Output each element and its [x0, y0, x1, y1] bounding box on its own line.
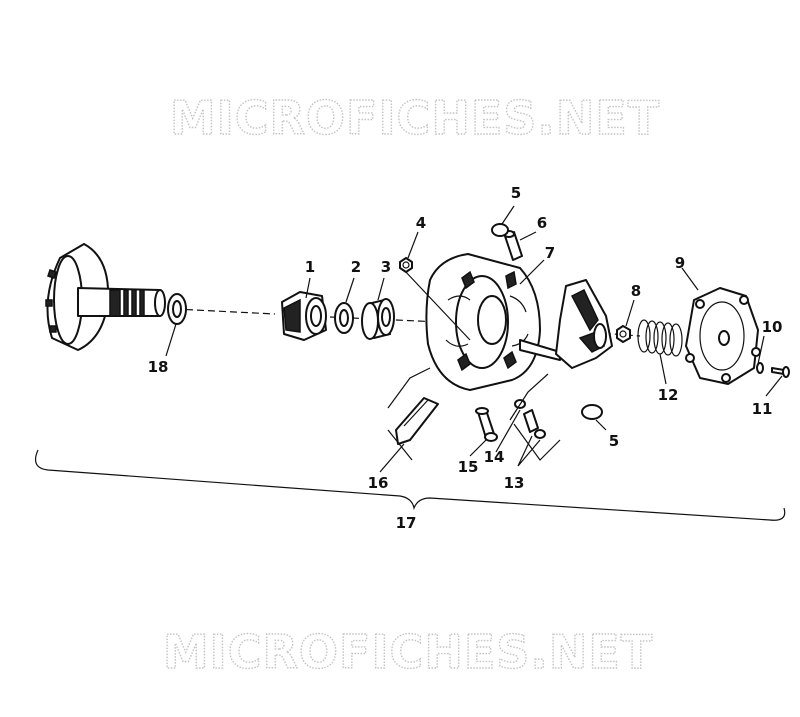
callout-2: 2	[351, 258, 361, 276]
callout-8: 8	[631, 282, 641, 300]
bushing-13	[509, 373, 561, 461]
callout-12: 12	[658, 386, 679, 404]
nut-8	[616, 325, 631, 343]
screw-11	[771, 366, 790, 378]
callout-14: 14	[484, 448, 505, 466]
callout-13: 13	[504, 474, 525, 492]
spring-12	[637, 319, 683, 357]
roller-5-bottom	[581, 404, 603, 420]
callout-9: 9	[675, 254, 685, 272]
washer-10	[756, 362, 764, 374]
spider-assembly	[555, 279, 613, 369]
washer-2	[334, 302, 354, 334]
watermark-bottom: MICROFICHES.NET	[163, 625, 653, 679]
pin-6	[503, 230, 523, 261]
movable-sheave-7	[425, 253, 561, 391]
bolt-15	[475, 407, 498, 442]
callout-7: 7	[545, 244, 555, 262]
callout-16: 16	[368, 474, 389, 492]
shoe-16	[387, 367, 439, 461]
callout-11: 11	[752, 400, 773, 418]
callout-5-top: 5	[511, 184, 521, 202]
callout-4: 4	[416, 214, 426, 232]
callout-15: 15	[458, 458, 479, 476]
callout-10: 10	[762, 318, 783, 336]
nut-4	[399, 257, 413, 273]
washer-18	[167, 293, 187, 325]
fixed-sheave-shaft	[45, 243, 166, 351]
callout-17: 17	[396, 514, 417, 532]
assembly-bracket	[35, 449, 786, 521]
callout-3: 3	[381, 258, 391, 276]
callout-1: 1	[305, 258, 315, 276]
leader-lines	[165, 205, 783, 473]
callout-18: 18	[148, 358, 169, 376]
spacer-3	[361, 298, 395, 340]
roller-5-top	[491, 223, 509, 237]
bushing-1	[281, 291, 327, 341]
watermark-top: MICROFICHES.NET	[170, 91, 660, 145]
callout-6: 6	[537, 214, 547, 232]
cover-plate-9	[685, 287, 761, 385]
callout-5-bottom: 5	[609, 432, 619, 450]
